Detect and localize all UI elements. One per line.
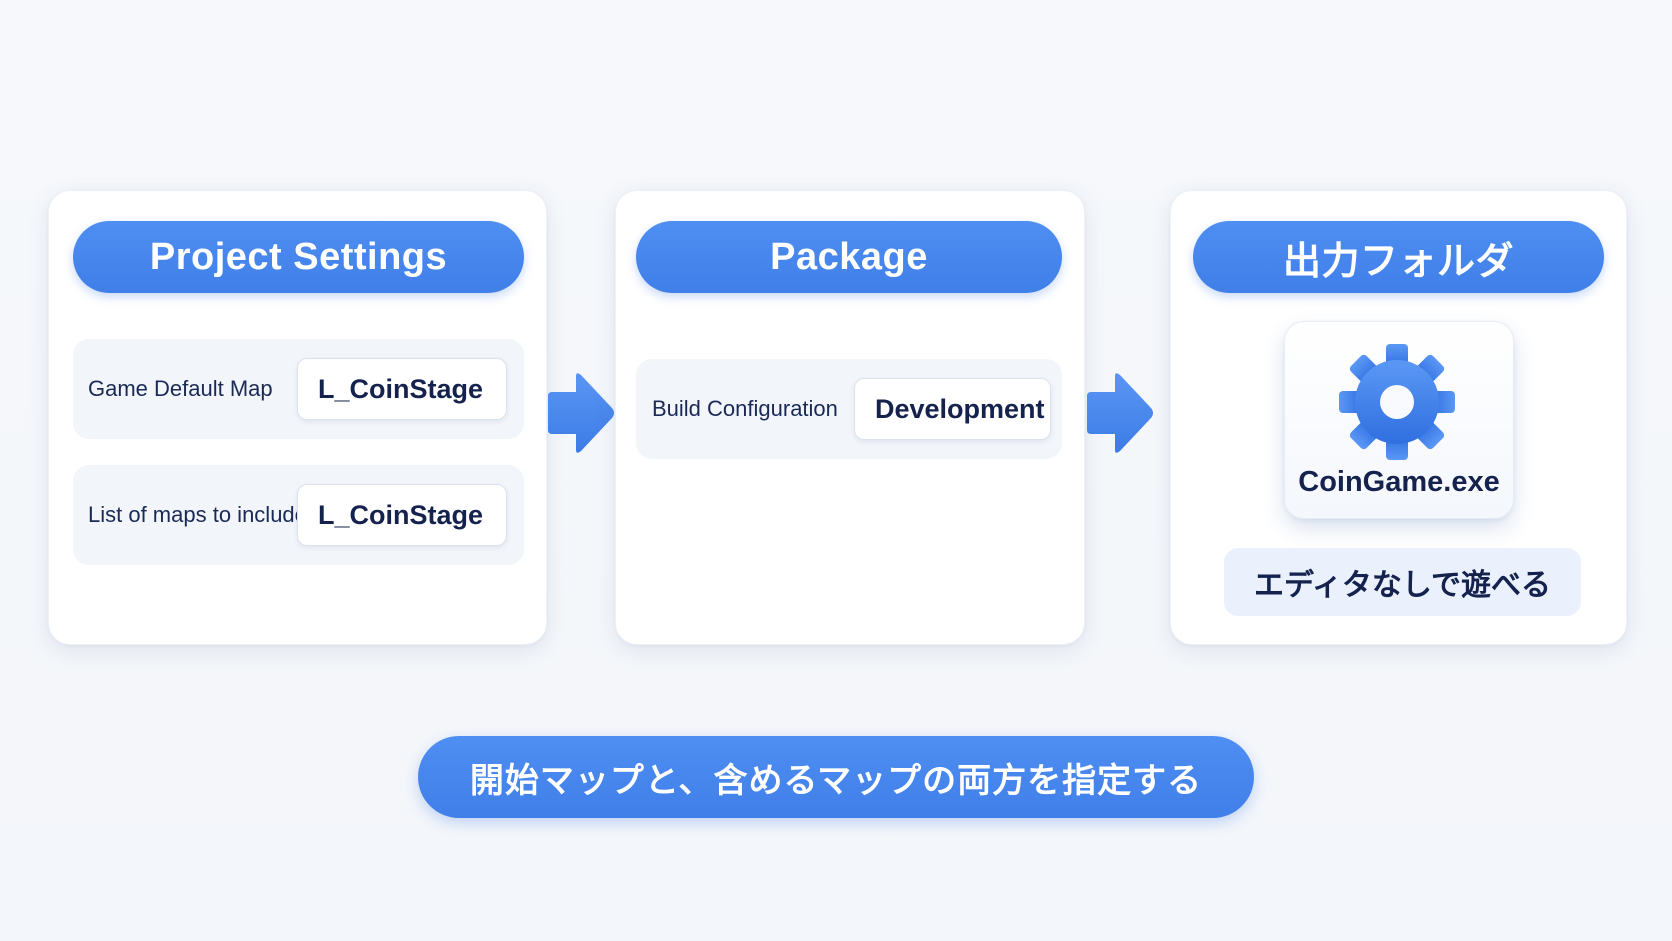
maps-to-include-label: List of maps to include xyxy=(88,502,307,527)
gear-icon xyxy=(1339,344,1455,460)
output-folder-panel: 出力フォルダ CoinGame.exe xyxy=(1170,190,1627,645)
exe-file-tile[interactable]: CoinGame.exe xyxy=(1284,321,1514,519)
package-panel: Package Build Configuration Development xyxy=(615,190,1085,645)
arrow-right-icon xyxy=(1087,373,1153,453)
playable-without-editor-note: エディタなしで遊べる xyxy=(1224,548,1581,616)
game-default-map-row: Game Default Map L_CoinStage xyxy=(73,339,524,439)
maps-to-include-row: List of maps to include L_CoinStage xyxy=(73,465,524,565)
game-default-map-label: Game Default Map xyxy=(88,376,273,401)
build-configuration-row: Build Configuration Development xyxy=(636,359,1062,459)
project-settings-header: Project Settings xyxy=(73,221,524,293)
build-configuration-label: Build Configuration xyxy=(652,396,838,421)
arrow-right-icon xyxy=(548,373,614,453)
footer-caption: 開始マップと、含めるマップの両方を指定する xyxy=(418,736,1254,818)
game-default-map-value[interactable]: L_CoinStage xyxy=(297,358,507,420)
output-folder-header: 出力フォルダ xyxy=(1193,221,1604,293)
exe-file-name: CoinGame.exe xyxy=(1298,466,1500,498)
project-settings-panel: Project Settings Game Default Map L_Coin… xyxy=(48,190,547,645)
maps-to-include-value[interactable]: L_CoinStage xyxy=(297,484,507,546)
package-header: Package xyxy=(636,221,1062,293)
build-configuration-value[interactable]: Development xyxy=(854,378,1051,440)
